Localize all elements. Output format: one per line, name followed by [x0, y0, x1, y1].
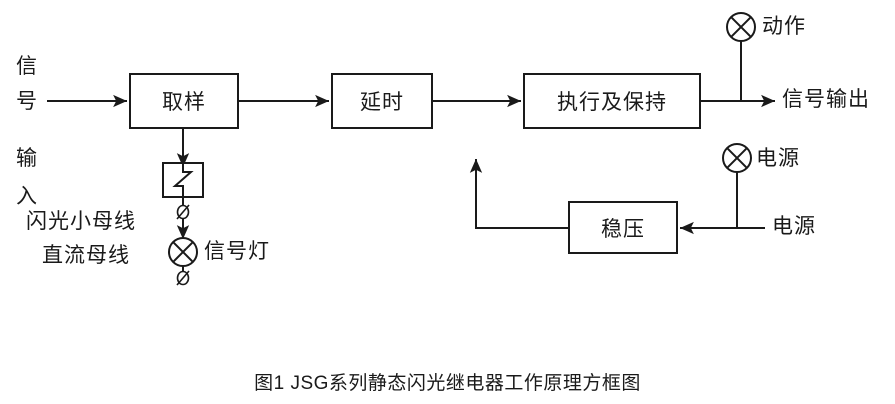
dc-bus-terminal-slash [176, 270, 190, 286]
block-regulator-rect [568, 201, 678, 254]
block-sampling-rect [129, 73, 239, 129]
figure-caption: 图1 JSG系列静态闪光继电器工作原理方框图 [254, 373, 641, 394]
signal-lamp-cross-b [172, 241, 194, 263]
signal-output-label: 信号输出 [782, 88, 870, 111]
flash-bus-label: 闪光小母线 [26, 210, 136, 233]
power-input-label: 电源 [772, 215, 816, 238]
input-label-char-4: 入 [16, 185, 37, 208]
input-label-char-2: 号 [16, 90, 37, 113]
action-lamp-cross-b [730, 16, 752, 38]
flash-bus-terminal-slash [176, 204, 190, 220]
block-execute-hold-label: 执行及保持 [557, 91, 667, 114]
wire-regulator-feedback [469, 158, 570, 229]
dc-bus-label: 直流母线 [42, 244, 130, 267]
power-lamp-cross-b [726, 147, 748, 169]
power-lamp-label: 电源 [756, 147, 800, 170]
input-label-char-1: 信 [16, 55, 37, 78]
block-sampling-label: 取样 [162, 91, 206, 114]
action-lamp-label: 动作 [762, 15, 806, 38]
input-label-char-3: 输 [16, 147, 37, 170]
block-execute-hold-rect [523, 73, 701, 129]
signal-lamp-label: 信号灯 [204, 240, 270, 263]
block-delay-label: 延时 [360, 91, 404, 114]
block-regulator-label: 稳压 [601, 217, 645, 241]
relay-contact-blade [172, 171, 194, 187]
block-delay-rect [331, 73, 433, 129]
